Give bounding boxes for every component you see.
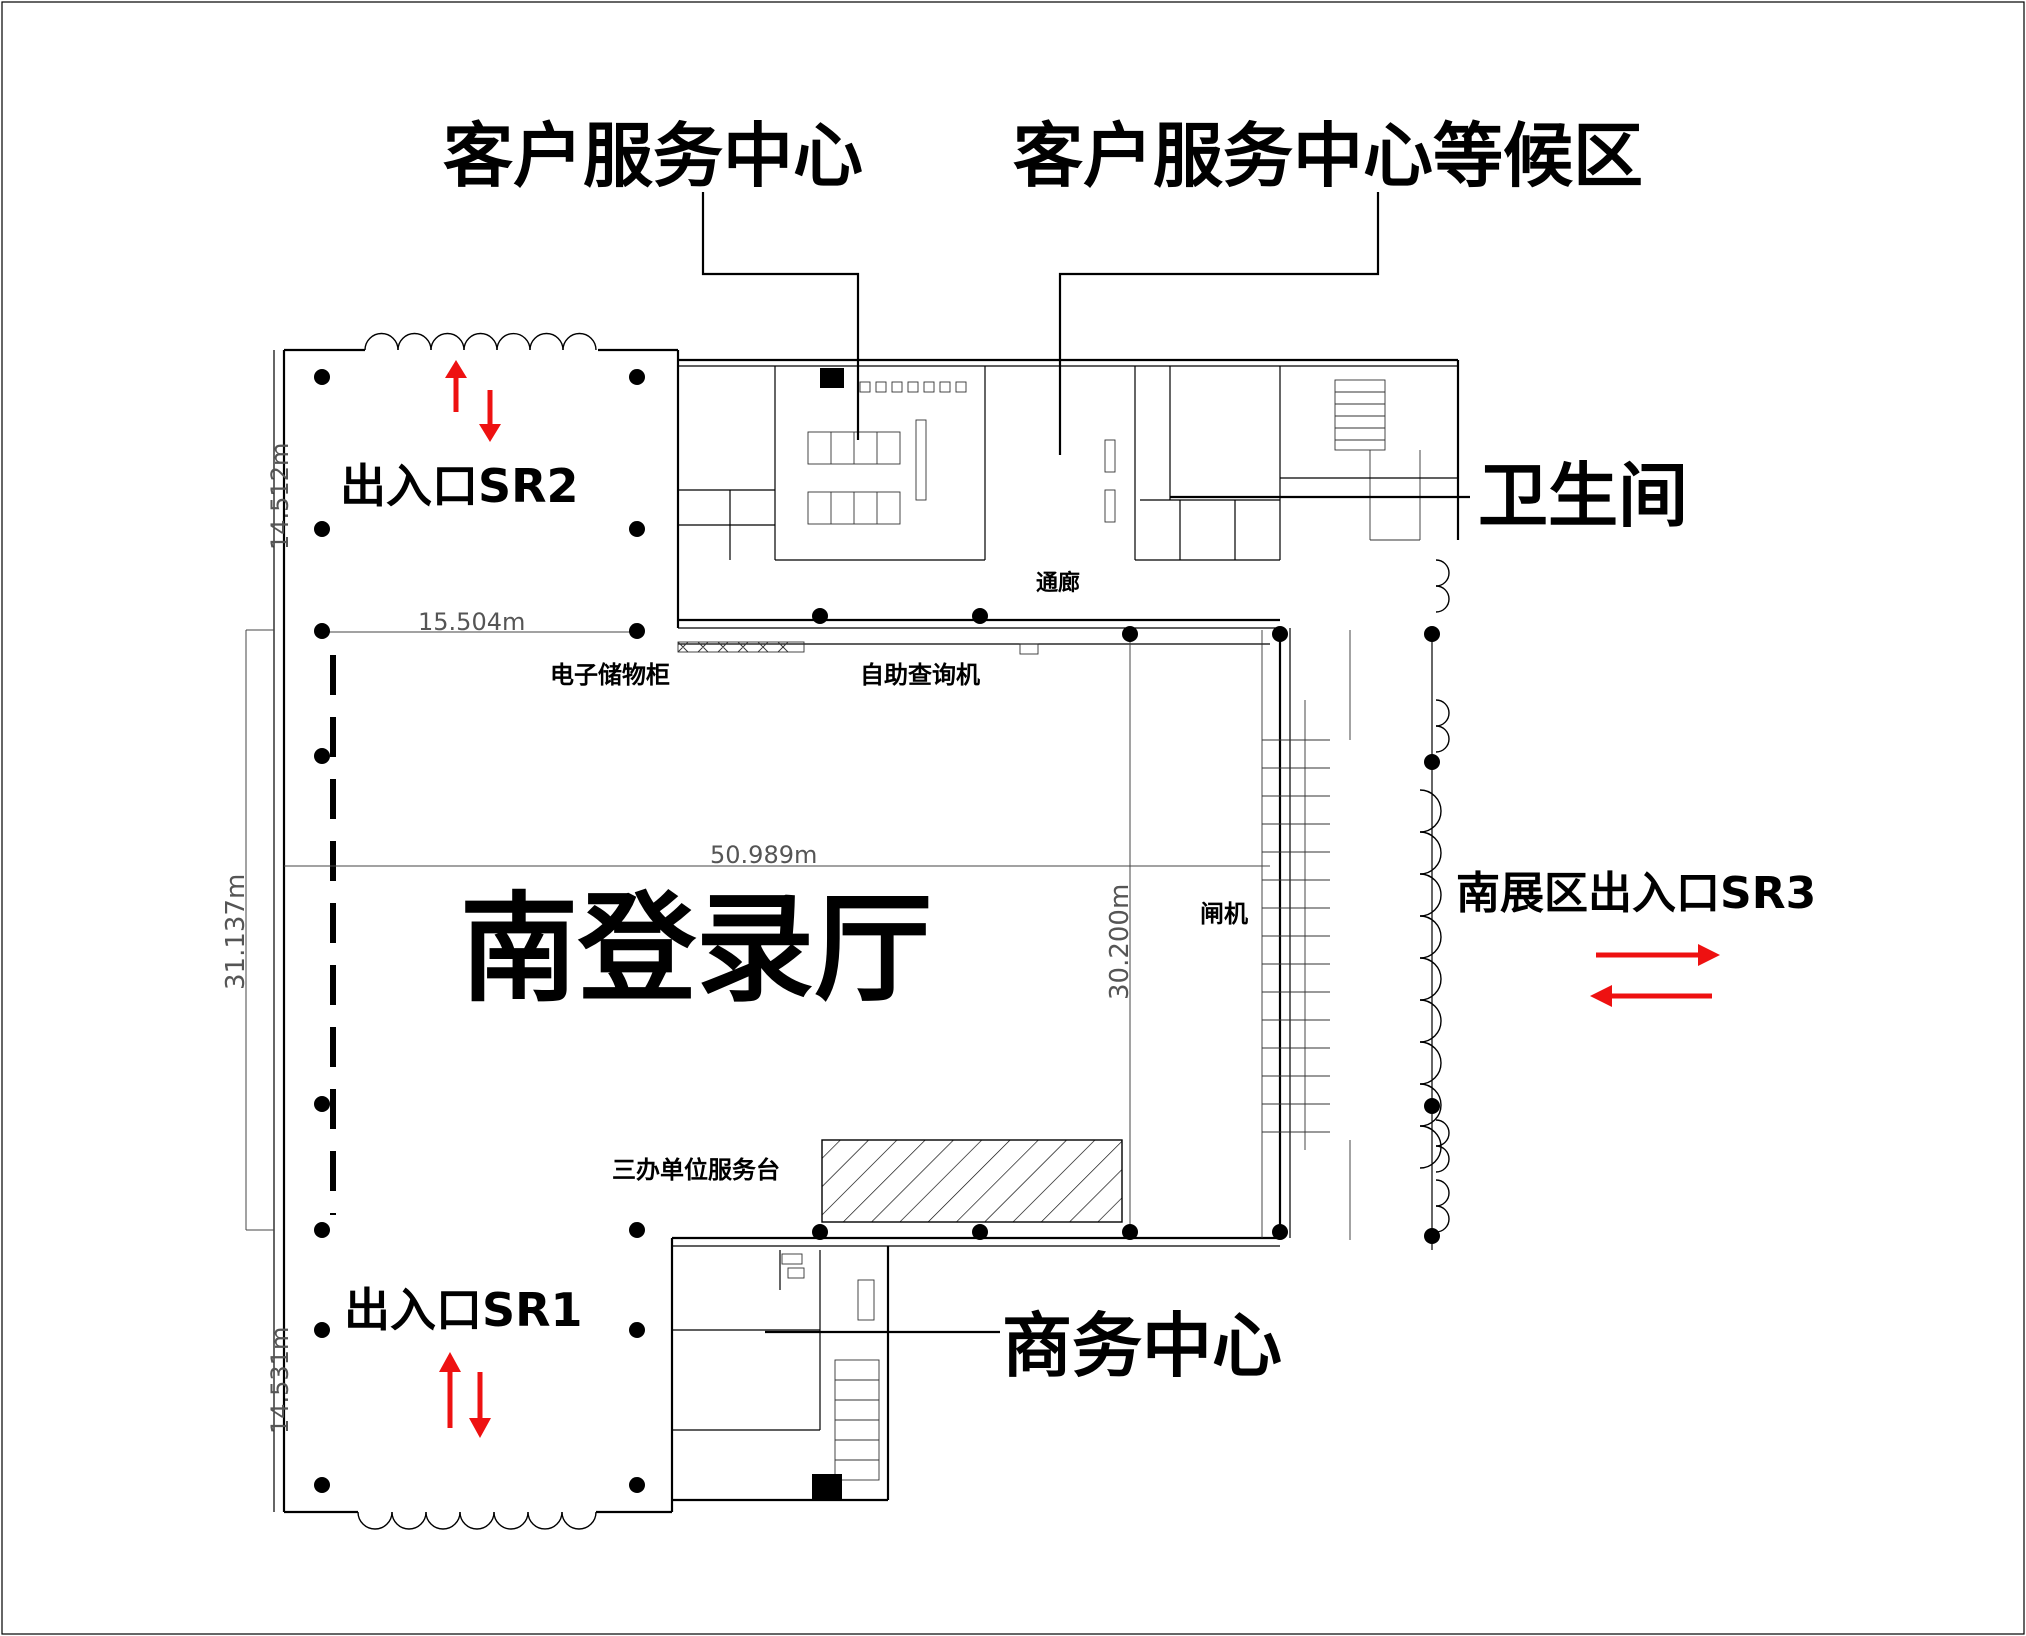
leader-lines	[701, 192, 1470, 1334]
column-icon	[629, 521, 645, 537]
label-customer-service-center: 客户服务中心	[443, 115, 863, 197]
column-icon	[314, 521, 330, 537]
door-icon	[357, 1511, 393, 1530]
double-arrow-icon	[439, 1352, 491, 1438]
door-icon	[1435, 559, 1450, 587]
column-icon	[629, 1477, 645, 1493]
door-icon	[1435, 1179, 1450, 1207]
label-self-service-kiosk: 自助查询机	[860, 661, 980, 689]
dimension-15504: 15.504m	[418, 608, 525, 636]
column-icon	[629, 623, 645, 639]
door-icon	[1419, 873, 1442, 917]
column-icon	[1424, 626, 1440, 642]
label-business-center: 商务中心	[1002, 1305, 1282, 1387]
gate-machines	[1261, 630, 1351, 1240]
door-icon	[527, 1511, 563, 1530]
door-icon	[1435, 1205, 1450, 1233]
door-icon	[1419, 1125, 1442, 1169]
column-icon	[629, 1222, 645, 1238]
double-arrow-icon	[1590, 944, 1720, 1007]
double-arrow-icon	[445, 360, 501, 442]
column-icon	[314, 1477, 330, 1493]
column-icon	[1424, 1098, 1440, 1114]
dimension-14531: 14.531m	[266, 1327, 294, 1434]
door-icon	[463, 332, 498, 351]
customer-service-rooms	[678, 366, 1458, 561]
dimension-30200: 30.200m	[1105, 884, 1135, 1000]
label-gates: 闸机	[1200, 900, 1248, 928]
door-icon	[1435, 1145, 1450, 1173]
door-icon	[561, 1511, 597, 1530]
door-icon	[1419, 999, 1442, 1043]
dimension-lines	[245, 629, 1270, 1236]
dimension-31137: 31.137m	[221, 874, 251, 990]
door-icon	[562, 332, 597, 351]
door-icon	[459, 1511, 495, 1530]
dimension-50989: 50.989m	[710, 841, 817, 869]
column-icon	[314, 1222, 330, 1238]
column-icon	[1122, 626, 1138, 642]
dimension-14512: 14.512m	[266, 443, 294, 550]
door-icon	[1419, 831, 1442, 875]
column-icon	[314, 1096, 330, 1112]
label-corridor: 通廊	[1036, 570, 1080, 596]
electronic-lockers-icon	[677, 641, 1039, 655]
service-desk-hatch	[821, 1139, 1123, 1223]
door-icon	[1435, 725, 1450, 753]
door-icon	[496, 332, 531, 351]
door-icon	[425, 1511, 461, 1530]
door-icon	[1419, 915, 1442, 959]
column-icon	[314, 623, 330, 639]
label-entrance-sr2: 出入口SR2	[340, 459, 579, 513]
column-icon	[972, 608, 988, 624]
column-icon	[1424, 754, 1440, 770]
doors	[357, 332, 1450, 1530]
door-icon	[391, 1511, 427, 1530]
door-icon	[1435, 1119, 1450, 1147]
column-icon	[629, 1322, 645, 1338]
label-south-exhibition-entrance-sr3: 南展区出入口SR3	[1456, 868, 1816, 919]
column-icon	[314, 1322, 330, 1338]
door-icon	[1435, 585, 1450, 613]
column-icon	[1122, 1224, 1138, 1240]
column-icon	[1272, 626, 1288, 642]
label-restroom: 卫生间	[1478, 455, 1688, 537]
column-icon	[1272, 1224, 1288, 1240]
door-icon	[493, 1511, 529, 1530]
door-icon	[1419, 957, 1442, 1001]
business-center-rooms	[672, 1250, 880, 1500]
hall-name: 南登录厅	[460, 880, 932, 1018]
door-icon	[1435, 699, 1450, 727]
door-icon	[1419, 1041, 1442, 1085]
door-icon	[430, 332, 465, 351]
column-icon	[314, 748, 330, 764]
column-icon	[629, 369, 645, 385]
door-icon	[1419, 789, 1442, 833]
door-icon	[364, 332, 399, 351]
label-electronic-lockers: 电子储物柜	[550, 661, 670, 689]
label-entrance-sr1: 出入口SR1	[344, 1283, 583, 1337]
column-icon	[1424, 1228, 1440, 1244]
door-icon	[1419, 1083, 1442, 1127]
label-customer-service-waiting: 客户服务中心等候区	[1013, 115, 1643, 197]
column-icon	[972, 1224, 988, 1240]
building-outline	[273, 348, 1460, 1514]
door-icon	[397, 332, 432, 351]
column-icon	[812, 608, 828, 624]
column-icon	[812, 1224, 828, 1240]
column-icon	[314, 369, 330, 385]
label-service-desk: 三办单位服务台	[612, 1156, 780, 1184]
door-icon	[529, 332, 564, 351]
